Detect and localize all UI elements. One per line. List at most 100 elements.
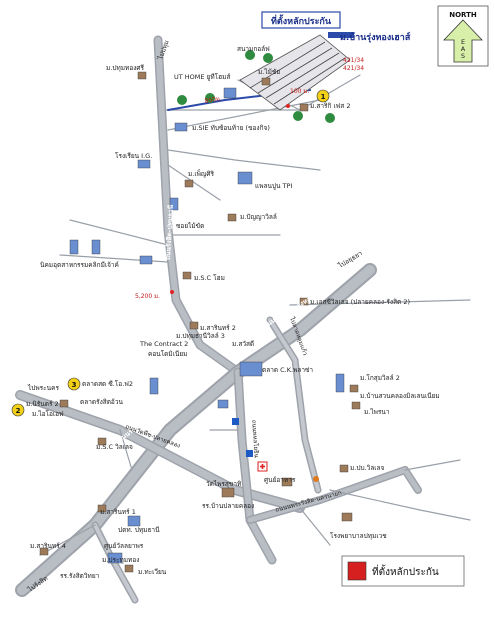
place-label: โรงพยาบาลปทุมเวช [330, 532, 387, 540]
distance-5200: 5,200 ม. [135, 293, 160, 300]
tree-icon [263, 53, 273, 63]
house-icon [189, 321, 199, 330]
house-icon [97, 504, 107, 513]
direction-label-left: ไปพระนคร [27, 384, 59, 392]
building-icon [69, 239, 79, 255]
place-label: วัดไพรสุขาทิ [206, 480, 241, 488]
place-label: ม.ไพรนา [364, 408, 390, 416]
place-label: สนามกอล์ฟ [237, 45, 270, 53]
svg-text:3: 3 [72, 381, 77, 389]
place-label: ม.S.C โฮม [194, 274, 225, 282]
place-label: ม.สาริกิ เฟส 2 [310, 102, 350, 110]
house-icon [351, 401, 361, 410]
place-label: ม.สารินทร์ 1 [100, 508, 136, 516]
legend-swatch [347, 561, 367, 581]
building-icon [91, 239, 101, 255]
temple-icon [221, 487, 235, 498]
house-icon [349, 384, 359, 393]
tree-icon [293, 111, 303, 121]
house-icon [299, 297, 309, 306]
building-icon [237, 171, 253, 185]
place-label: ม.เพ็ญศิริ [188, 169, 215, 178]
house-icon [39, 547, 49, 556]
legend: ที่ตั้งหลักประกัน [341, 555, 465, 587]
place-label: นิคมอุตสาหกรรมคลิกมีเจ้าค์ [40, 261, 119, 269]
thin-road-9 [289, 299, 471, 306]
road-center-south-inner [235, 369, 275, 563]
place-label: ม.ไม้ชัย [258, 68, 280, 76]
place-label: ม.สวัสดี [232, 340, 254, 348]
building-icon [217, 399, 229, 409]
place-label: ม.นิรันดร์ 2 [26, 400, 59, 408]
place-label: UT HOME ยูทีโฮมส์ [174, 73, 230, 81]
compass-letter-1: E [461, 38, 465, 46]
title-box: ที่ตั้งหลักประกัน [261, 11, 341, 29]
house-icon [261, 77, 271, 86]
svg-text:2: 2 [16, 407, 21, 415]
house-icon [97, 437, 107, 446]
houses [39, 71, 361, 573]
tree-icon [325, 113, 335, 123]
place-label: ม.สารินทร์ 2 [200, 324, 236, 332]
thin-road-6 [69, 219, 169, 246]
place-label: รร.รังสิตวิทยา [60, 572, 100, 580]
distance-850: 850ม. [204, 95, 222, 105]
place-label: ตลาด C.K.พลาซ่า [262, 366, 313, 374]
place-labels: ม.ปทุมทองศรี UT HOME ยูทีโฮมส์ สนามกอล์ฟ… [26, 45, 440, 580]
house-icon [281, 477, 293, 487]
house-icon [227, 213, 237, 222]
house-icon [339, 464, 349, 473]
building-icon [169, 197, 179, 211]
contract-tower-icon [149, 377, 159, 395]
house-icon [137, 71, 147, 80]
place-label: ศูนย์วัลลยาพร [104, 542, 144, 550]
marker-3: 3 [67, 377, 81, 391]
place-label: ม.ปบ.วิลเลจ [350, 464, 385, 472]
tree-icon [177, 95, 187, 105]
building-icon [137, 159, 151, 169]
road-right-branch-inner [268, 318, 320, 492]
direction-label-right: ไปอยุธยา [336, 249, 364, 270]
compass-letter-2: A [461, 45, 466, 53]
km-label-1: 421/34 [343, 57, 364, 64]
place-label: ซอยไม้ขัด [176, 222, 204, 230]
thin-road-8 [39, 524, 96, 556]
condo-tower-icon [335, 373, 345, 393]
house-icon [182, 271, 192, 280]
place-label: ม.โกสุมวิลล์ 2 [360, 374, 400, 382]
project-hatched-area [239, 32, 354, 111]
house-icon [341, 512, 353, 522]
svg-text:1: 1 [321, 93, 326, 101]
building-icon [139, 255, 153, 265]
road-vertical-main-inner [155, 37, 241, 375]
place-label: ม.สารินทร์ 4 [30, 542, 66, 550]
thin-road-4 [167, 164, 221, 201]
red-dot [286, 104, 290, 108]
place-label: ปตท. ปทุมธานี [118, 526, 160, 534]
hatch-line [265, 52, 340, 99]
place-label: ม.เอสซีวิลเลจ (ปลายคลอง-รังสิต 2) [310, 298, 410, 306]
sign-icon [246, 450, 253, 457]
compass-letter-3: S [461, 52, 465, 60]
place-label: รร.บ้านปลายคลอง [202, 502, 254, 510]
road-label-center-south: ถนนพหลโยธิน [250, 420, 261, 458]
place-label: ม.ปทุมธานีวิลล์ 3 [176, 332, 225, 340]
place-label: ม.ปัญญาวิลล์ [240, 213, 277, 221]
place-label: ม.SIE ทับซ้อนท้าย (ของกิจ) [192, 124, 270, 132]
place-label: ม.ทะเวียน [138, 568, 167, 576]
compass: NORTH E A S [437, 5, 489, 67]
thin-road-15 [299, 74, 361, 111]
road-diagonal-main-inner [17, 265, 375, 595]
collateral-markers: 1 2 3 [11, 89, 330, 417]
road-southeast-inner [247, 467, 421, 523]
house-icon [299, 103, 309, 112]
thin-roads [39, 74, 471, 556]
building-icon [174, 122, 188, 132]
compass-label: NORTH [449, 11, 477, 19]
house-icon [124, 564, 134, 573]
project-label: ม.บ้านรุ่งทองเฮาส์ [340, 31, 411, 43]
thin-road-11 [299, 507, 331, 546]
hatch-line [273, 57, 346, 105]
tree-icon [205, 93, 215, 103]
thin-road-14 [119, 429, 133, 471]
